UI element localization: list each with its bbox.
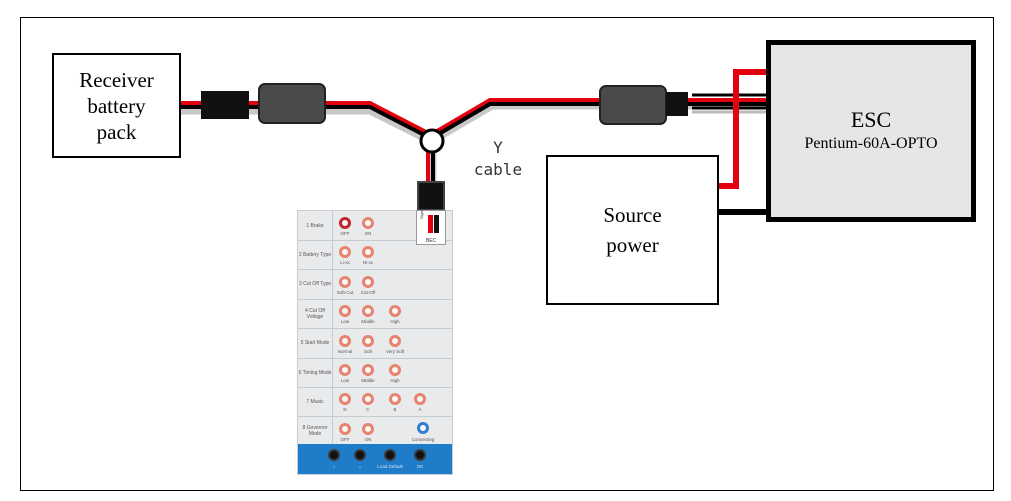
esc-model: Pentium-60A-OPTO	[804, 135, 938, 152]
y-label-line-2: cable	[473, 160, 523, 179]
source-line-2: power	[606, 233, 659, 257]
option-label: ON	[364, 436, 372, 442]
option-label: Soft-Cut	[336, 289, 354, 295]
option-label: Middle	[361, 319, 375, 325]
option-dot[interactable]	[339, 393, 351, 406]
card-row-label: 8 Governor Mode	[298, 416, 333, 446]
y-cable-label: Y cable	[468, 137, 528, 181]
option-dot[interactable]	[389, 305, 401, 318]
card-button-label: OK	[416, 464, 424, 469]
bec-port: Signal BEC	[416, 207, 446, 245]
esc-wires	[692, 93, 766, 114]
option-label: B	[393, 407, 397, 413]
option-label: Li-xx	[340, 260, 350, 266]
left-connector	[258, 83, 326, 124]
connecting-dot	[417, 421, 429, 434]
option-dot[interactable]	[339, 275, 351, 288]
option-label: Ni-xx	[362, 260, 374, 266]
source-line-1: Source	[603, 203, 662, 227]
connecting-label: Connecting	[411, 436, 435, 442]
option-label: Very Soft	[385, 348, 405, 354]
card-row-label: 6 Timing Mode	[298, 358, 333, 387]
option-dot[interactable]	[362, 305, 374, 318]
bec-pins	[428, 215, 439, 233]
card-row-label: 5 Start Mode	[298, 328, 333, 358]
option-dot[interactable]	[362, 364, 374, 376]
option-label: A	[418, 407, 422, 413]
option-label: Cut-Off	[360, 289, 376, 295]
option-dot[interactable]	[339, 364, 351, 376]
option-label: OFF	[340, 436, 350, 442]
option-label: OFF	[340, 231, 350, 236]
receiver-plug	[201, 91, 249, 119]
option-label: Soft	[363, 348, 373, 354]
option-label: High	[390, 319, 400, 325]
esc-box: ESC Pentium-60A-OPTO	[766, 40, 976, 222]
card-button-label: ↕	[332, 464, 336, 469]
option-label: C	[366, 407, 370, 413]
card-row-label: 1 Brake	[298, 211, 333, 240]
source-power-box: Source power	[546, 155, 719, 305]
right-plug	[666, 92, 688, 116]
esc-title: ESC	[850, 107, 892, 132]
option-dot[interactable]	[362, 217, 374, 229]
option-dot[interactable]	[362, 275, 374, 288]
card-button-label: ↔	[357, 464, 363, 469]
option-label: Low	[340, 378, 350, 383]
card-button-label: Load Default	[377, 464, 403, 469]
option-dot[interactable]	[339, 305, 351, 318]
option-label: ON	[364, 231, 372, 236]
option-label: Normal	[337, 348, 353, 354]
receiver-line-1: Receiver	[79, 67, 154, 92]
outer-frame	[20, 17, 994, 491]
option-label: Middle	[361, 378, 375, 383]
option-dot[interactable]	[389, 364, 401, 376]
card-row-label: 7 Music	[298, 387, 333, 417]
card-button[interactable]	[414, 449, 426, 461]
card-button[interactable]	[384, 449, 396, 461]
option-dot[interactable]	[362, 334, 374, 347]
y-label-line-1: Y	[493, 138, 503, 157]
card-row-label: 2 Battery Type	[298, 240, 333, 270]
option-label: High	[390, 378, 400, 383]
receiver-line-3: pack	[96, 119, 137, 144]
option-dot[interactable]	[339, 246, 351, 259]
option-dot[interactable]	[339, 334, 351, 347]
option-dot[interactable]	[362, 422, 374, 435]
card-button[interactable]	[354, 449, 366, 461]
option-dot[interactable]	[362, 246, 374, 259]
option-dot[interactable]	[389, 393, 401, 406]
option-dot[interactable]	[339, 422, 351, 435]
option-dot[interactable]	[414, 393, 426, 406]
program-card-footer: ↕ ↔ Load Default OK	[298, 444, 452, 474]
receiver-battery-box: Receiver battery pack	[52, 53, 181, 158]
card-row-label: 4 Cut Off Voltage	[298, 299, 333, 329]
card-row-label: 3 Cut Off Type	[298, 269, 333, 299]
right-connector	[599, 85, 667, 125]
down-plug	[417, 181, 445, 211]
signal-label: Signal	[419, 207, 424, 219]
bec-label: BEC	[425, 238, 437, 244]
option-dot[interactable]	[362, 393, 374, 406]
option-dot[interactable]	[389, 334, 401, 347]
card-button[interactable]	[328, 449, 340, 461]
option-dot[interactable]	[339, 217, 351, 229]
power-red-wire	[719, 69, 768, 189]
receiver-line-2: battery	[87, 93, 146, 118]
option-label: Low	[340, 319, 350, 325]
option-label: D	[343, 407, 347, 413]
y-junction	[419, 128, 445, 154]
